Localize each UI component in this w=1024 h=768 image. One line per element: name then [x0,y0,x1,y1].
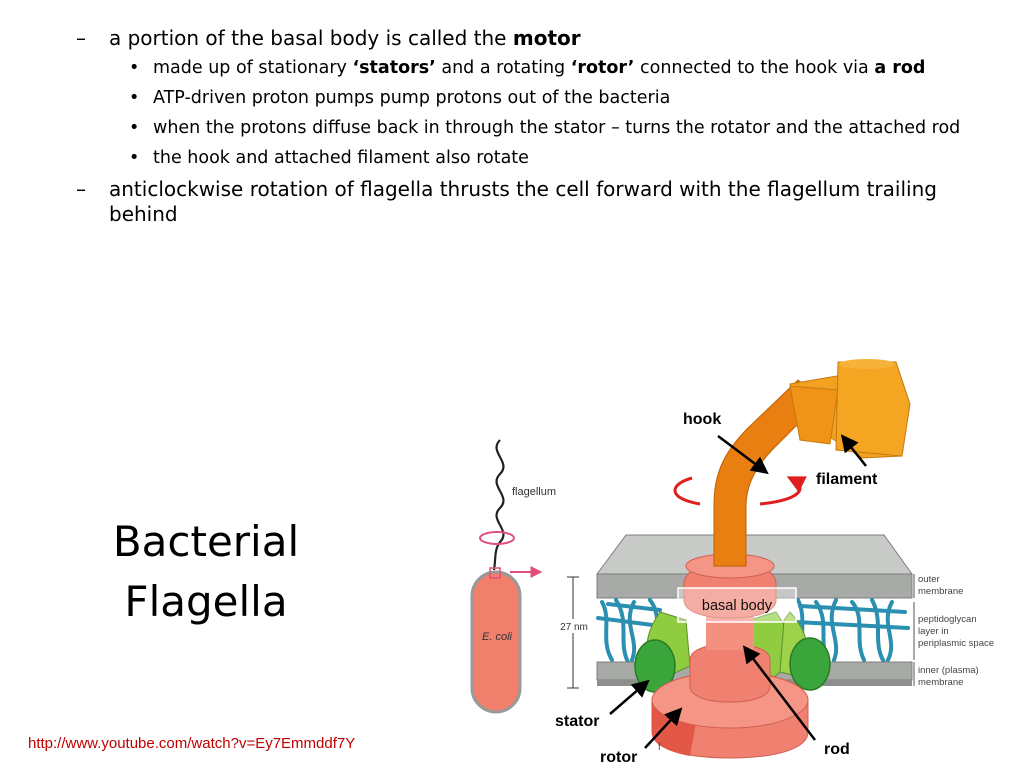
flagellum-label: flagellum [512,486,556,498]
bullet-text: ATP-driven proton pumps pump protons out… [153,88,671,108]
basal-body-motor [651,553,809,759]
bullet-list: – a portion of the basal body is called … [76,26,996,233]
inner-membrane-label: membrane [918,677,963,688]
bullet-bold: ‘rotor’ [570,58,635,78]
rotor-label: rotor [600,749,637,766]
membrane-labels: outer membrane peptidoglycan layer in pe… [913,574,994,688]
rod-pointer [742,645,816,741]
bullet-text: when the protons diffuse back in through… [153,118,961,138]
dash-marker: – [76,26,86,50]
title-line: Flagella [124,577,288,626]
bullet-bold: ‘stators’ [352,58,436,78]
slide-title: Bacterial Flagella [90,512,322,632]
bullet-diffuse: • when the protons diffuse back in throu… [76,117,996,139]
ecoli-label: E. coli [482,631,513,643]
peptidoglycan-label: peptidoglycan [918,614,977,625]
rotation-ring-small [479,531,515,545]
bullet-proton-pumps: • ATP-driven proton pumps pump protons o… [76,87,996,109]
bullet-rotation: – anticlockwise rotation of flagella thr… [76,177,996,227]
size-bracket: 27 nm [556,576,592,689]
peptidoglycan-label: layer in [918,626,949,637]
dot-marker: • [129,58,140,78]
basal-highlight-box [489,567,501,579]
bullet-text: a portion of the basal body is called th… [109,26,513,50]
stator-right [789,637,831,691]
dot-marker: • [129,88,140,108]
dot-marker: • [129,148,140,168]
outer-membrane-top [596,534,913,575]
stray-mark: f [658,742,661,753]
basal-body-label-box [677,587,797,623]
bullet-text: made up of stationary [153,58,353,78]
outer-membrane-label: membrane [918,586,963,597]
dash-marker: – [76,177,86,201]
hook-pointer [717,435,769,475]
title-line: Bacterial [112,517,300,566]
bullet-text: connected to the hook via [634,58,875,78]
rotor-pointer [644,707,683,749]
bullet-text: the hook and attached filament also rota… [153,148,529,168]
ecoli-inset: flagellum E. coli [470,439,556,714]
bullet-motor: – a portion of the basal body is called … [76,26,996,51]
stator-label: stator [555,713,599,730]
hook-label: hook [683,411,721,428]
filament-pointer [840,434,867,467]
rod-label: rod [824,741,850,758]
filament-label: filament [816,471,878,488]
bullet-bold: motor [512,26,581,50]
bullet-text: anticlockwise rotation of flagella thrus… [109,177,937,226]
bullet-stators: • made up of stationary ‘stators’ and a … [76,57,996,79]
stator-proteins [634,611,831,693]
flagellum-wave [492,439,505,571]
bullet-bold: a rod [874,58,926,78]
inner-membrane-label: inner (plasma) [918,665,979,676]
bullet-text: and a rotating [435,58,571,78]
size-label: 27 nm [560,622,588,633]
ecoli-cell [470,570,522,714]
hook-and-filament [713,359,911,567]
bullet-hook-rotate: • the hook and attached filament also ro… [76,147,996,169]
youtube-link[interactable]: http://www.youtube.com/watch?v=Ey7Emmddf… [28,735,356,752]
rotation-arrow [673,476,807,506]
stator-pointer [609,679,650,715]
outer-membrane-label: outer [918,574,940,585]
dot-marker: • [129,118,140,138]
basal-body-label: basal body [702,598,773,614]
peptidoglycan-label: periplasmic space [918,638,994,649]
